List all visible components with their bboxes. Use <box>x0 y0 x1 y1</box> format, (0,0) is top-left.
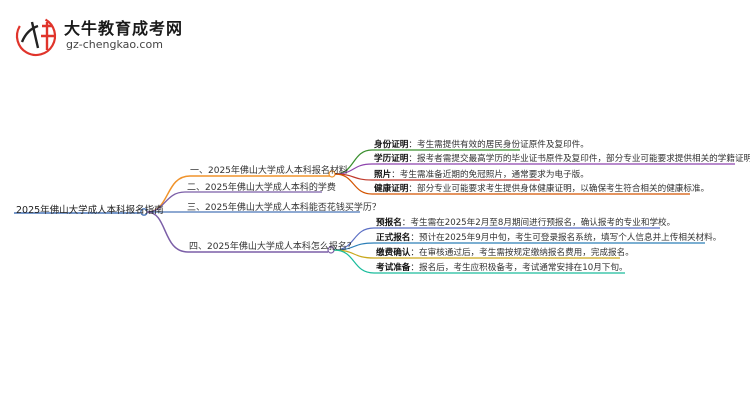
branch-4-connector <box>146 211 328 253</box>
leaf-4-4-connector <box>333 249 625 274</box>
branch-tuition: 二、2025年佛山大学成人本科的学费 <box>187 183 336 193</box>
site-logo: 大牛教育成考网 gz-chengkao.com <box>14 12 194 60</box>
leaf-exam-preparation: 考试准备：报名后，考生应积极备考，考试通常安排在10月下旬。 <box>376 263 628 273</box>
site-url: gz-chengkao.com <box>66 38 163 51</box>
leaf-photo: 照片：考生需准备近期的免冠照片，通常要求为电子版。 <box>374 170 589 180</box>
branch-2-connector <box>146 191 322 213</box>
leaf-id-proof: 身份证明：考生需提供有效的居民身份证原件及复印件。 <box>374 140 589 150</box>
leaf-payment-confirmation: 缴费确认：在审核通过后，考生需按规定缴纳报名费用，完成报名。 <box>376 248 634 258</box>
root-topic: 2025年佛山大学成人本科报名指南 <box>16 205 164 216</box>
site-title: 大牛教育成考网 <box>64 19 184 38</box>
branch-materials: 一、2025年佛山大学成人本科报名材料 <box>190 166 348 176</box>
branch-how-to-apply: 四、2025年佛山大学成人本科怎么报名？ <box>189 242 356 252</box>
leaf-1-4-connector <box>334 173 690 195</box>
bull-logo-icon <box>15 15 57 57</box>
leaf-formal-registration: 正式报名：预计在2025年9月中旬，考生可登录报名系统，填写个人信息并上传相关材… <box>376 233 722 243</box>
leaf-pre-registration: 预报名：考生需在2025年2月至8月期间进行预报名，确认报考的专业和学校。 <box>376 218 676 228</box>
branch-buy-degree: 三、2025年佛山大学成人本科能否花钱买学历？ <box>187 203 381 213</box>
leaf-education-proof: 学历证明：报考者需提交最高学历的毕业证书原件及复印件，部分专业可能要求提供相关的… <box>374 154 750 164</box>
leaf-health-proof: 健康证明：部分专业可能要求考生提供身体健康证明，以确保考生符合相关的健康标准。 <box>374 184 710 194</box>
